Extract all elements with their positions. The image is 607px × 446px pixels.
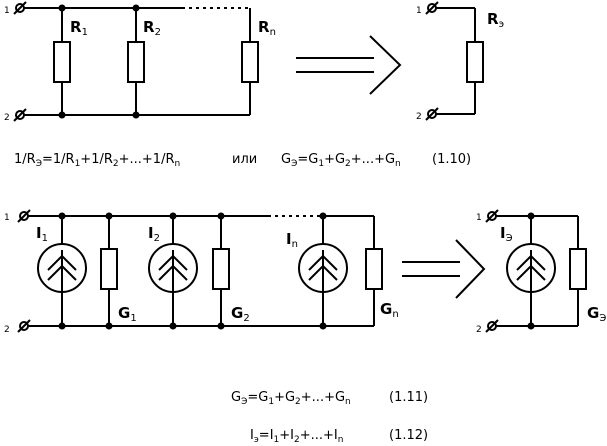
equation-1-12: Iэ=I1+I2+...+In [250, 428, 343, 445]
label-i1: I1 [36, 224, 48, 244]
current-source-i2 [148, 243, 198, 293]
equation-1-11: GЭ=G1+G2+...+Gn [231, 390, 351, 407]
terminal-1-bottom-right [485, 209, 499, 223]
terminal-label-1: 1 [4, 6, 10, 16]
conductance-ge [569, 248, 587, 290]
parallel-current-sources-circuit: 1 2 I1 I2 In G1 G2 Gn [4, 209, 399, 335]
resistor-r2 [127, 41, 145, 83]
label-g2: G2 [231, 304, 250, 324]
terminal-1-bottom-left [17, 209, 31, 223]
resistor-r1 [53, 41, 71, 83]
terminal-label-2: 2 [4, 325, 10, 335]
equivalence-arrow-bottom [402, 239, 486, 299]
equation-1-12-number: (1.12) [389, 428, 428, 443]
equivalence-arrow-top [296, 35, 402, 95]
current-source-in [298, 243, 348, 293]
equivalent-current-source-circuit: 1 2 IЭ GЭ [476, 209, 606, 335]
equation-1-10-or: или [232, 152, 257, 167]
current-source-i1 [37, 243, 87, 293]
label-rn: Rn [258, 18, 276, 38]
terminal-label-1: 1 [476, 213, 482, 223]
resistor-re [466, 41, 484, 83]
label-r2: R2 [143, 18, 161, 38]
current-source-ie [506, 243, 556, 293]
terminal-label-2: 2 [416, 112, 422, 122]
equation-1-10-conductance: GЭ=G1+G2+...+Gn [281, 152, 401, 169]
equation-1-11-number: (1.11) [389, 390, 428, 405]
label-in: In [286, 230, 298, 250]
equivalent-resistor-circuit: 1 2 Rэ [416, 1, 504, 122]
terminal-label-1: 1 [416, 6, 422, 16]
conductance-g2 [212, 248, 230, 290]
resistor-rn [241, 41, 259, 83]
terminal-2-bottom-left [17, 319, 31, 333]
terminal-2-top-right [425, 107, 439, 121]
parallel-resistors-circuit: 1 2 R1 R2 Rn [4, 1, 276, 123]
conductance-gn [365, 248, 383, 290]
label-re: Rэ [487, 10, 504, 30]
label-ie: IЭ [500, 224, 513, 244]
conductance-g1 [100, 248, 118, 290]
terminal-1-top-right [425, 1, 439, 15]
terminal-1-top-left [13, 1, 27, 15]
label-gn: Gn [380, 300, 399, 320]
label-i2: I2 [148, 224, 160, 244]
label-r1: R1 [70, 18, 88, 38]
label-g1: G1 [118, 304, 137, 324]
label-ge: GЭ [587, 304, 606, 324]
terminal-2-bottom-right [485, 319, 499, 333]
terminal-2-top-left [13, 108, 27, 122]
terminal-label-2: 2 [4, 113, 10, 123]
terminal-label-2: 2 [476, 325, 482, 335]
terminal-label-1: 1 [4, 213, 10, 223]
equation-1-10: 1/RЭ=1/R1+1/R2+...+1/Rn [14, 152, 180, 169]
equation-1-10-number: (1.10) [432, 152, 471, 167]
